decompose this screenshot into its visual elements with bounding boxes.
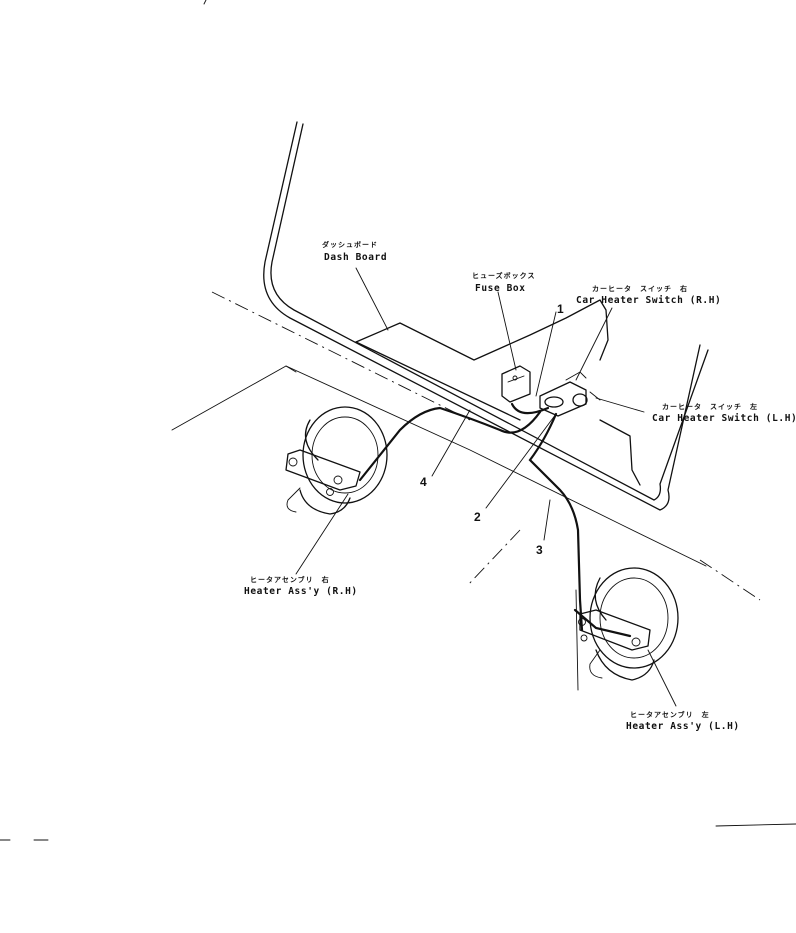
callout-3: 3 (536, 543, 543, 557)
leader-lines (295, 267, 677, 707)
cab-frame (263, 121, 709, 511)
floor-outline (171, 365, 707, 567)
heater-assy-rh (285, 406, 388, 515)
dash-board-label-jp: ダッシュボード (322, 240, 378, 249)
callout-2: 2 (474, 510, 481, 524)
switch-rh-label-jp: カーヒータ スイッチ 右 (592, 284, 688, 293)
heater-rh-label: Heater Ass'y (R.H) (244, 586, 358, 597)
page-marks (0, 0, 796, 841)
heater-lh-label-jp: ヒータアセンブリ 左 (630, 710, 710, 719)
fuse-box-label: Fuse Box (475, 283, 526, 294)
dash-board-label: Dash Board (324, 252, 387, 263)
switch-rh-label: Car Heater Switch (R.H) (576, 295, 721, 306)
heater-rh-label-jp: ヒータアセンブリ 右 (250, 575, 330, 584)
switch-lh-label: Car Heater Switch (L.H) (652, 413, 796, 424)
heater-lh-label: Heater Ass'y (L.H) (626, 721, 740, 732)
fuse-box-label-jp: ヒューズボックス (472, 271, 535, 280)
dash-board-body (355, 299, 641, 486)
center-lines (211, 291, 761, 601)
wire-harnesses (358, 402, 632, 691)
switch-lh-label-jp: カーヒータ スイッチ 左 (662, 402, 758, 411)
switch-cluster (539, 371, 601, 417)
callout-4: 4 (420, 475, 427, 489)
callout-1: 1 (557, 302, 564, 316)
fuse-box (501, 365, 531, 403)
heater-assy-lh (578, 567, 679, 681)
